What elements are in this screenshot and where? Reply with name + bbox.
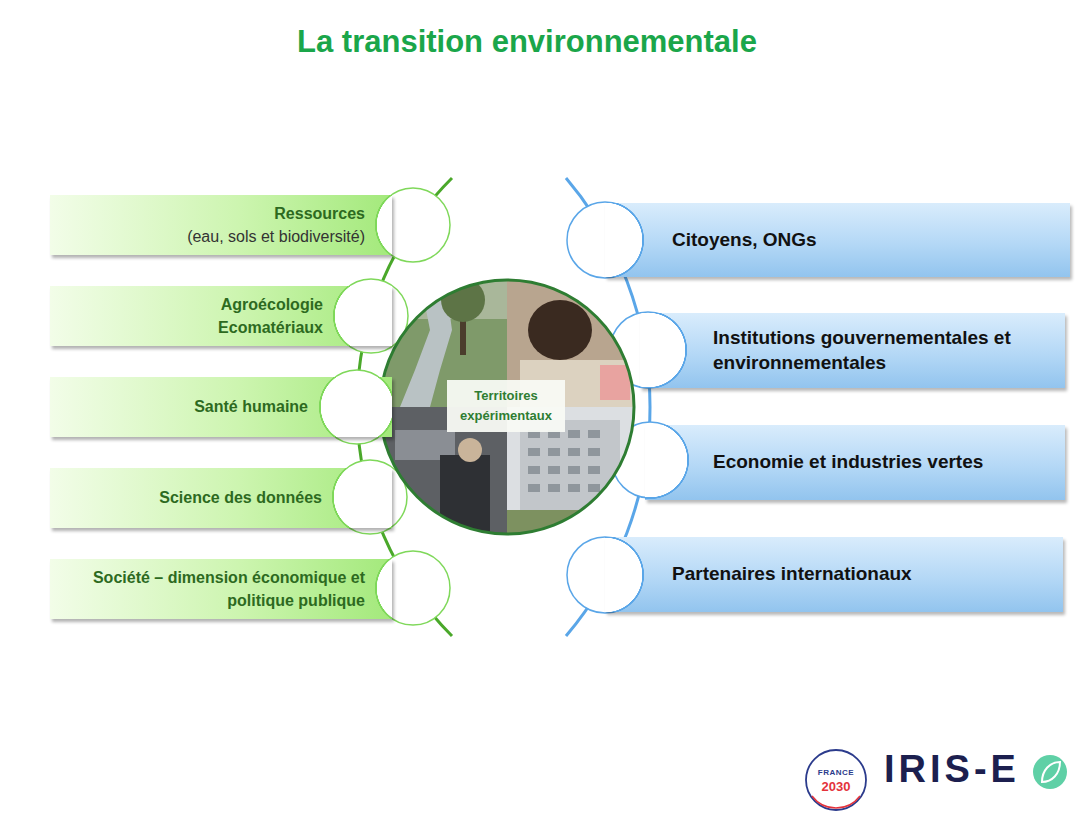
- node-label: Territoires expérimentaux: [453, 386, 559, 426]
- stakeholder-box: Partenaires internationaux: [605, 537, 1063, 612]
- france-2030-logo: [806, 750, 866, 810]
- diagram-title: La transition environnementale: [0, 24, 1054, 60]
- stakeholder-box: Institutions gouvernementales et environ…: [640, 313, 1065, 388]
- node-label: Santé humaine: [194, 395, 308, 418]
- node-label: Partenaires internationaux: [672, 562, 912, 587]
- topic-box: Société – dimension économique et politi…: [50, 559, 392, 619]
- node-subtext: (eau, sols et biodiversité): [187, 225, 365, 248]
- brand-name: IRIS-E: [884, 750, 1020, 788]
- topic-box: AgroécologieEcomatériaux: [50, 286, 392, 346]
- stakeholder-box: Economie et industries vertes: [645, 425, 1065, 500]
- node-label: Société – dimension économique et politi…: [60, 566, 365, 612]
- logo-text: FRANCE: [818, 769, 854, 777]
- node-label: Ressources: [274, 202, 365, 225]
- stakeholder-box: Citoyens, ONGs: [605, 203, 1070, 277]
- node-label: Institutions gouvernementales et environ…: [713, 326, 1053, 375]
- node-label: Agroécologie: [221, 293, 323, 316]
- territory-label: Territoires expérimentaux: [447, 380, 565, 432]
- topic-box: Santé humaine: [50, 377, 392, 437]
- node-label: Citoyens, ONGs: [672, 228, 817, 253]
- topic-box: Science des données: [50, 468, 392, 528]
- node-subtext: Ecomatériaux: [218, 316, 323, 339]
- topic-box: Ressources(eau, sols et biodiversité): [50, 195, 392, 255]
- logo-year: 2030: [822, 780, 851, 793]
- node-label: Science des données: [159, 486, 322, 509]
- photo-collage: [376, 278, 635, 535]
- leaf-icon: [1033, 755, 1067, 789]
- node-label: Economie et industries vertes: [713, 450, 983, 475]
- photo-ring: [380, 280, 634, 534]
